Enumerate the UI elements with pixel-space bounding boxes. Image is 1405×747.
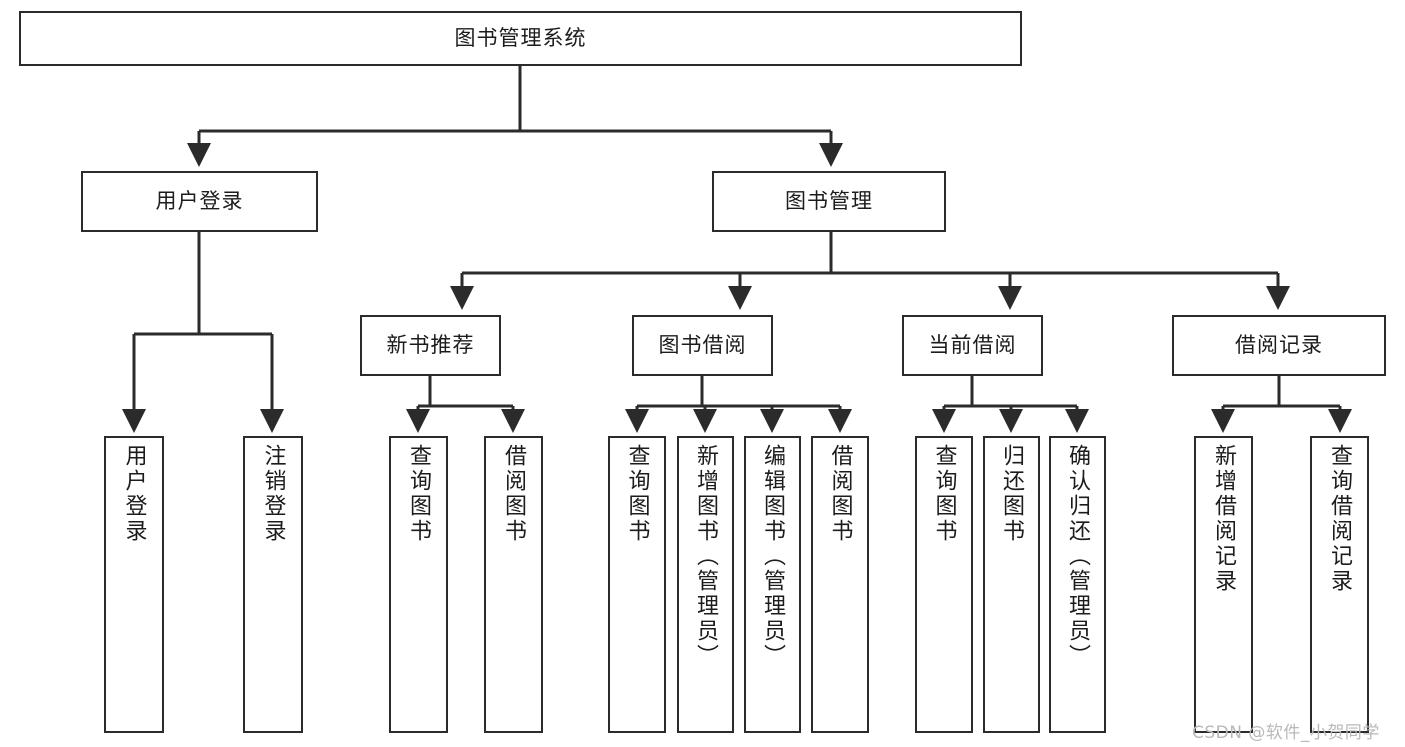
leaf-edit-book-admin[interactable]: 编辑图书（管理员） [744,436,801,733]
node-user-login-label: 用户登录 [155,189,244,214]
leaf-add-borrow-record[interactable]: 新增借阅记录 [1194,436,1253,733]
node-book-borrow[interactable]: 图书借阅 [632,315,773,376]
node-current-borrow[interactable]: 当前借阅 [902,315,1043,376]
leaf-query-book-newbook[interactable]: 查询图书 [389,436,448,733]
leaf-add-book-admin-label: 新增图书（管理员） [693,444,719,669]
leaf-query-borrow-record-label: 查询借阅记录 [1327,444,1353,594]
leaf-return-book[interactable]: 归还图书 [983,436,1040,733]
leaf-query-book-borrow[interactable]: 查询图书 [608,436,666,733]
leaf-user-login-label: 用户登录 [121,444,147,544]
node-user-login[interactable]: 用户登录 [81,171,318,232]
node-root-label: 图书管理系统 [454,26,587,51]
node-root[interactable]: 图书管理系统 [19,11,1022,66]
leaf-confirm-return-admin-label: 确认归还（管理员） [1065,444,1091,669]
node-new-book-recommend-label: 新书推荐 [386,333,475,358]
leaf-borrow-book[interactable]: 借阅图书 [811,436,869,733]
leaf-borrow-book-newbook[interactable]: 借阅图书 [484,436,543,733]
leaf-return-book-label: 归还图书 [999,444,1025,544]
leaf-add-book-admin[interactable]: 新增图书（管理员） [677,436,734,733]
leaf-edit-book-admin-label: 编辑图书（管理员） [760,444,786,669]
leaf-borrow-book-newbook-label: 借阅图书 [501,444,527,544]
leaf-logout-label: 注销登录 [260,444,286,544]
leaf-confirm-return-admin[interactable]: 确认归还（管理员） [1049,436,1106,733]
node-borrow-record-label: 借阅记录 [1235,333,1323,358]
leaf-query-book-current-label: 查询图书 [931,444,957,544]
node-current-borrow-label: 当前借阅 [928,333,1017,358]
leaf-user-login[interactable]: 用户登录 [104,436,164,733]
node-book-management-label: 图书管理 [785,189,873,214]
node-borrow-record[interactable]: 借阅记录 [1172,315,1386,376]
csdn-watermark: CSDN @软件_小贺同学 [1192,723,1380,743]
node-book-management[interactable]: 图书管理 [712,171,946,232]
leaf-query-book-current[interactable]: 查询图书 [915,436,973,733]
node-book-borrow-label: 图书借阅 [658,333,747,358]
leaf-query-book-borrow-label: 查询图书 [624,444,650,544]
leaf-query-book-newbook-label: 查询图书 [406,444,432,544]
leaf-logout[interactable]: 注销登录 [243,436,303,733]
node-new-book-recommend[interactable]: 新书推荐 [360,315,501,376]
leaf-query-borrow-record[interactable]: 查询借阅记录 [1310,436,1369,733]
leaf-add-borrow-record-label: 新增借阅记录 [1211,444,1237,594]
leaf-borrow-book-label: 借阅图书 [827,444,853,544]
